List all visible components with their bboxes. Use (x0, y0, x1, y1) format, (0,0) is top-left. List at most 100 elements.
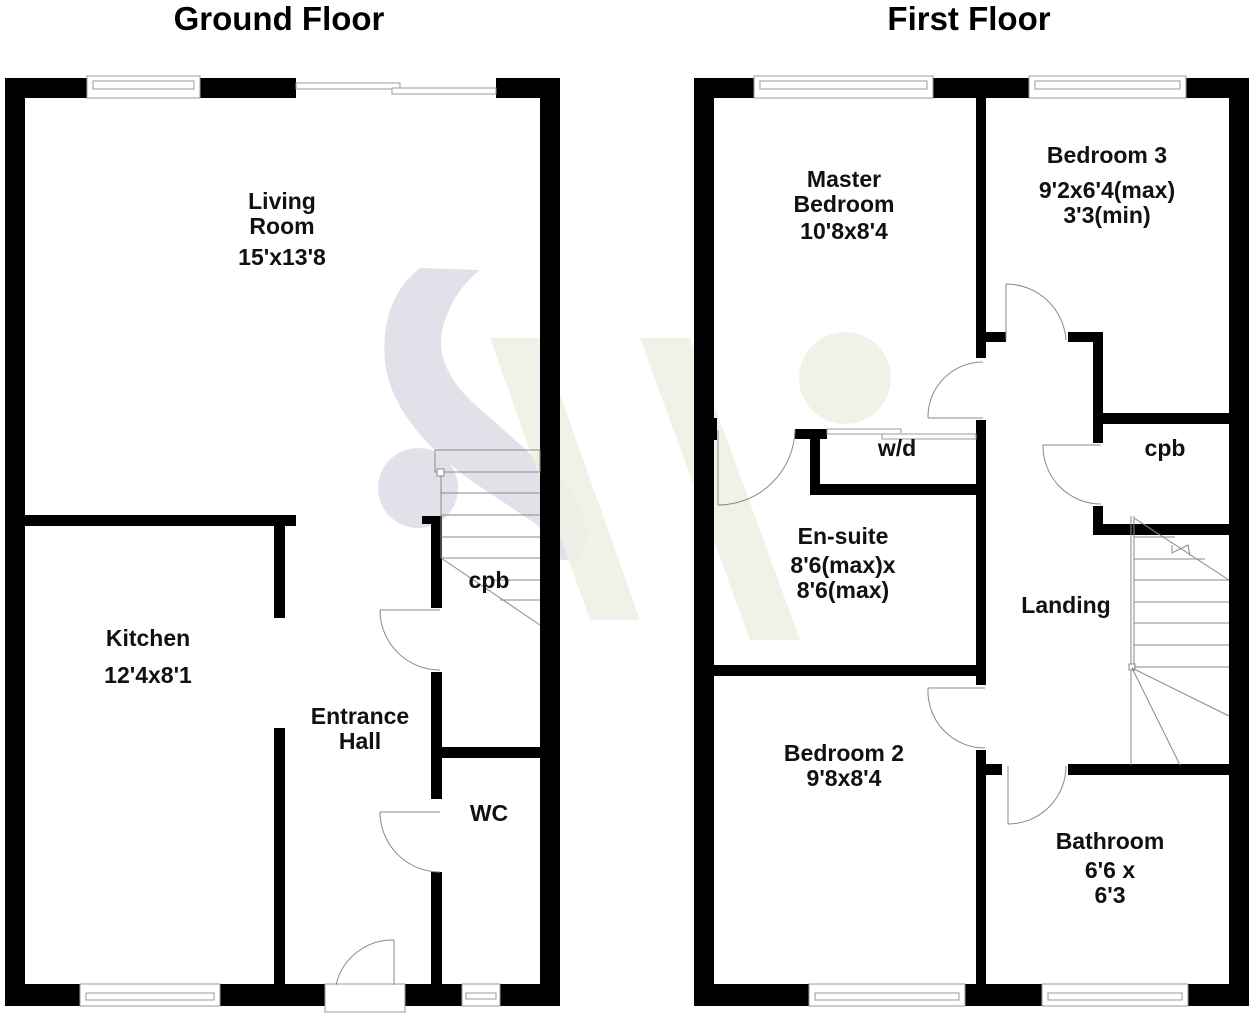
ff-wall-master-b3 (976, 98, 986, 358)
gf-wall-cpb-lower (431, 672, 442, 799)
ff-wall-top-a (694, 78, 754, 98)
ff-bedroom3-window (1028, 75, 1187, 99)
ff-wall-top-c (1186, 78, 1249, 98)
ff-wall-master-stub (714, 418, 717, 440)
room-label-bedroom-2: Bedroom 2 9'8x8'4 (784, 741, 904, 791)
ff-wall-bath-top (1068, 764, 1229, 775)
ff-wall-b3-door-left (986, 332, 1006, 342)
ff-cpb-door-swing (1042, 444, 1102, 505)
ff-wall-left (694, 78, 714, 1006)
room-name: Landing (1021, 592, 1111, 618)
gf-wall-bottom-d (500, 984, 560, 1006)
gf-wall-bottom-c (405, 984, 462, 1006)
room-label-wardrobe: w/d (878, 436, 916, 461)
gf-wall-bottom-a (5, 984, 80, 1006)
ff-wall-ensuite-right (976, 420, 986, 685)
gf-wall-kitchen-upper (274, 526, 285, 618)
gf-living-window (86, 75, 201, 99)
ff-wall-wd-bottom (810, 484, 976, 495)
room-dimensions: 9'2x6'4(max) (1038, 177, 1176, 203)
room-label-en-suite: En-suite 8'6(max)x 8'6(max) (790, 524, 895, 603)
gf-cpb-door-swing (379, 609, 441, 671)
ff-wall-bottom-b (965, 984, 1042, 1006)
ff-wall-bed2-right (976, 750, 986, 984)
room-dimensions: 8'6(max)x (790, 552, 896, 578)
room-dimensions: 9'8x8'4 (806, 765, 882, 791)
ff-wardrobe-doors (826, 428, 977, 440)
room-label-kitchen: Kitchen 12'4x8'1 (104, 626, 192, 688)
watermark-dot-left (378, 448, 458, 528)
room-name: Bedroom 3 (1046, 142, 1168, 168)
first-floor-title: First Floor (887, 0, 1051, 37)
room-dimensions: 6'3 (1094, 882, 1126, 908)
room-label-entrance-hall: Entrance Hall (311, 704, 409, 754)
room-dimensions: 15'x13'8 (238, 244, 326, 270)
ff-wall-bath-door-left (986, 764, 1002, 775)
gf-wc-door-swing (379, 811, 441, 873)
watermark-s-shape (384, 268, 587, 560)
room-name: Bedroom 2 (783, 740, 905, 766)
room-name: Master (806, 166, 882, 192)
room-dimensions: 12'4x8'1 (104, 662, 192, 688)
ff-wall-b3-bottom (1093, 413, 1229, 424)
ff-master-window (753, 75, 934, 99)
room-name: w/d (877, 435, 917, 461)
room-label-ff-cpb: cpb (1145, 436, 1186, 461)
ff-wall-cpb-top (1093, 413, 1103, 443)
room-label-wc: WC (470, 801, 508, 826)
gf-wall-top-c (496, 78, 560, 98)
gf-wall-right (540, 78, 560, 1006)
room-label-living-room: Living Room 15'x13'8 (238, 189, 326, 270)
gf-wall-wc-lower (431, 872, 442, 984)
gf-sliding-door (295, 82, 497, 95)
gf-wall-kitchen-lower (274, 728, 285, 984)
ff-staircase (1128, 516, 1230, 766)
gf-wall-cpb-upper (431, 516, 442, 608)
gf-wall-wc-top (431, 747, 540, 758)
ff-bedroom3-door-swing (1005, 283, 1067, 341)
ff-wall-b3-step (1093, 332, 1103, 432)
ff-wall-right (1229, 78, 1249, 1006)
watermark-logo (378, 268, 891, 640)
ff-wall-ensuite-bottom (714, 665, 986, 676)
room-dimensions: 8'6(max) (796, 577, 890, 603)
gf-kitchen-window (79, 983, 221, 1007)
room-name: WC (469, 800, 509, 826)
ff-wall-bottom-a (694, 984, 809, 1006)
ff-wall-b3-door-right (1068, 332, 1103, 342)
watermark-w-shape (490, 338, 800, 640)
ff-master-door-swing (717, 429, 796, 506)
gf-wall-living-kitchen (25, 515, 296, 526)
gf-wall-top-b (200, 78, 296, 98)
ground-floor-plan (5, 75, 560, 1013)
room-name: Bathroom (1055, 828, 1165, 854)
room-label-master-bedroom: Master Bedroom 10'8x8'4 (794, 167, 895, 244)
ff-landing-door-swing (927, 361, 984, 419)
room-name: cpb (1144, 435, 1186, 461)
ff-wall-cpb-bot (1093, 506, 1103, 534)
ff-bedroom2-window (808, 983, 966, 1007)
ff-wall-cpb-bottom (1093, 524, 1229, 535)
room-name: cpb (468, 567, 510, 593)
room-label-gf-cpb: cpb (469, 568, 510, 593)
room-label-bathroom: Bathroom 6'6 x 6'3 (1056, 829, 1165, 908)
room-dimensions: 10'8x8'4 (800, 218, 888, 244)
room-name: Bedroom (793, 191, 895, 217)
room-name: Entrance (310, 703, 410, 729)
room-label-landing: Landing (1021, 593, 1110, 618)
room-name: Hall (338, 728, 382, 754)
room-name: Room (249, 213, 315, 239)
gf-staircase (434, 449, 541, 626)
watermark-dot-right (799, 332, 891, 424)
gf-wc-window (461, 983, 501, 1007)
room-dimensions: 3'3(min) (1063, 202, 1151, 228)
gf-wall-left (5, 78, 25, 1006)
gf-wall-top-a (5, 78, 87, 98)
room-name: Living (248, 188, 316, 214)
ground-floor-title: Ground Floor (173, 0, 385, 37)
ff-wall-bottom-c (1188, 984, 1249, 1006)
first-floor-plan (694, 75, 1249, 1007)
room-name: En-suite (797, 523, 889, 549)
ff-bathroom-door-swing (1007, 765, 1067, 825)
